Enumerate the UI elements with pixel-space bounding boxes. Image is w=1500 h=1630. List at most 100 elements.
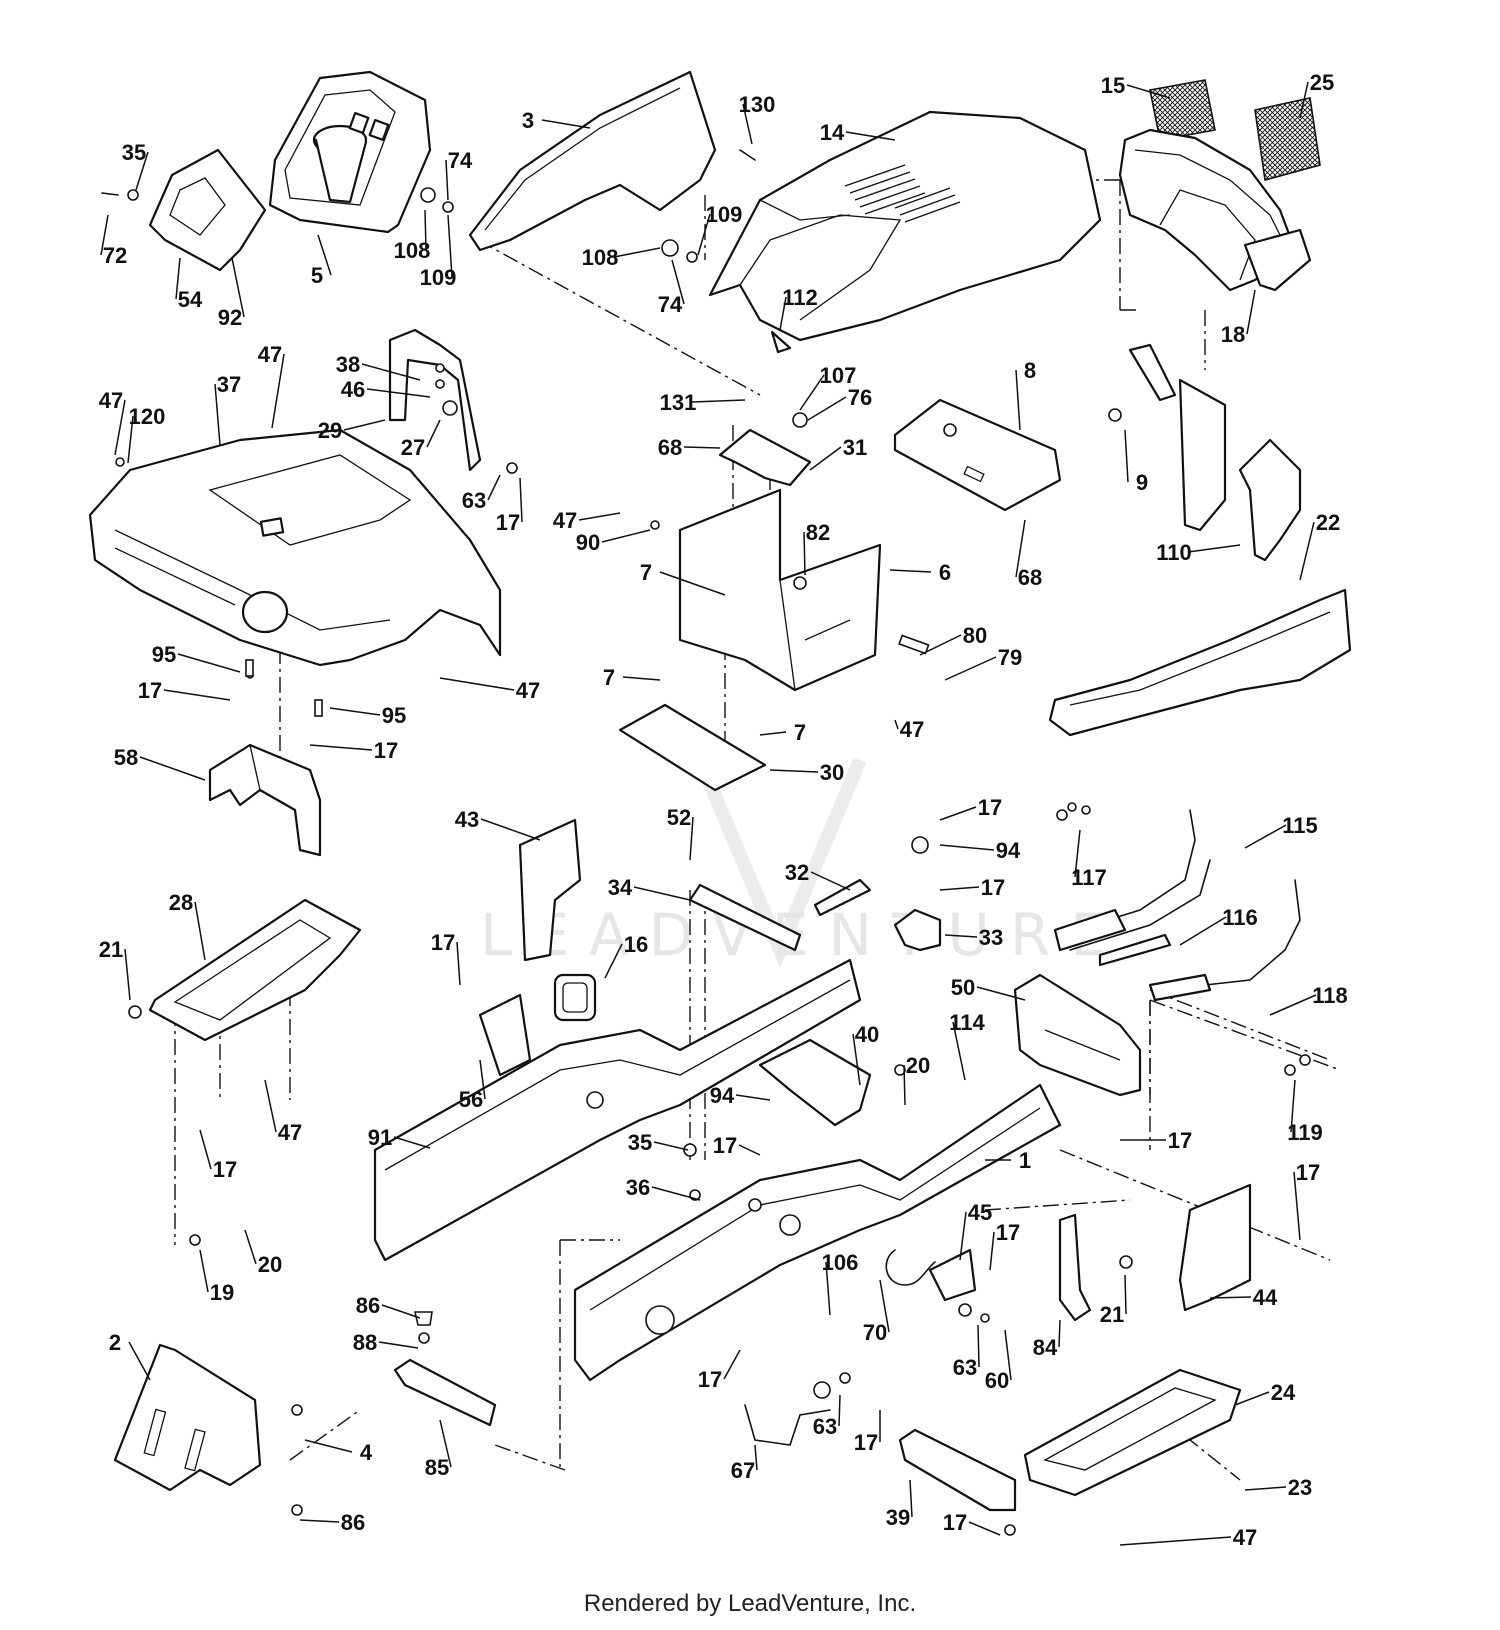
callout-label-2: 2	[109, 1330, 121, 1355]
callout-leader-5	[317, 234, 332, 276]
callout-leader-72	[100, 214, 109, 256]
callout-label-72: 72	[103, 243, 127, 268]
callout-label-35: 35	[628, 1130, 652, 1155]
callout-leader-15	[1126, 84, 1171, 99]
callout-label-76: 76	[848, 385, 872, 410]
part-bumper	[1048, 588, 1352, 737]
part-front-housing	[1118, 128, 1312, 292]
callout-leader-37	[214, 383, 221, 446]
callout-leader-108	[424, 209, 427, 251]
callout-leader-95	[329, 707, 381, 716]
callout-leader-36	[651, 1186, 701, 1201]
callout-leader-17	[199, 1129, 212, 1170]
callout-leader-30	[769, 769, 819, 773]
callout-label-17: 17	[374, 738, 398, 763]
callout-leader-21	[1124, 1274, 1127, 1315]
callout-label-7: 7	[640, 560, 652, 585]
callout-label-50: 50	[951, 975, 975, 1000]
callout-label-130: 130	[739, 92, 776, 117]
callout-leader-34	[633, 886, 691, 901]
callout-label-7: 7	[794, 720, 806, 745]
callout-label-30: 30	[820, 760, 844, 785]
callout-leader-70	[879, 1279, 890, 1333]
callout-leader-4	[304, 1439, 353, 1453]
callout-label-17: 17	[854, 1430, 878, 1455]
callout-label-18: 18	[1221, 322, 1245, 347]
callout-leader-88	[378, 1341, 419, 1349]
callout-leader-107	[799, 374, 825, 411]
callout-label-20: 20	[906, 1053, 930, 1078]
part-bracket-33	[893, 908, 942, 952]
part-dash-cover	[468, 70, 717, 252]
callout-leader-3	[541, 119, 591, 129]
callout-label-68: 68	[1018, 565, 1042, 590]
callout-label-107: 107	[820, 363, 857, 388]
callout-leader-63	[487, 474, 501, 501]
part-bracket-39	[898, 1428, 1017, 1512]
callout-label-5: 5	[311, 263, 323, 288]
callout-label-109: 109	[706, 202, 743, 227]
callout-leader-117	[1074, 829, 1081, 878]
callout-label-47: 47	[258, 342, 282, 367]
part-bracket-56	[478, 993, 532, 1077]
callout-leader-8	[1015, 369, 1021, 431]
part-bracket-34	[688, 883, 802, 952]
callout-label-3: 3	[522, 108, 534, 133]
callout-label-68: 68	[658, 435, 682, 460]
callout-leader-7	[622, 676, 661, 681]
callout-label-6: 6	[939, 560, 951, 585]
callout-label-17: 17	[996, 1220, 1020, 1245]
part-grommet-16	[553, 973, 597, 1022]
callout-label-86: 86	[341, 1510, 365, 1535]
callout-label-84: 84	[1033, 1335, 1058, 1360]
callout-leader-108	[613, 247, 661, 258]
part-fender	[88, 428, 502, 667]
callout-label-47: 47	[278, 1120, 302, 1145]
callout-leader-16	[604, 943, 623, 979]
callout-label-21: 21	[99, 937, 123, 962]
callout-leader-20	[903, 1064, 906, 1106]
callout-label-116: 116	[1222, 905, 1258, 930]
callout-leader-84	[1058, 1319, 1061, 1348]
callout-label-47: 47	[1233, 1525, 1257, 1550]
callout-leader-47	[578, 512, 621, 521]
callout-label-108: 108	[582, 245, 619, 270]
callout-label-60: 60	[985, 1368, 1009, 1393]
part-footrest-28	[148, 898, 362, 1042]
callout-leader-25	[1299, 81, 1309, 119]
callout-label-88: 88	[353, 1330, 377, 1355]
callout-label-119: 119	[1287, 1120, 1323, 1145]
callout-leader-67	[754, 1444, 758, 1471]
part-plate-92	[148, 148, 267, 272]
callout-label-25: 25	[1310, 70, 1334, 95]
callout-label-17: 17	[496, 510, 520, 535]
callout-leader-63	[977, 1324, 980, 1368]
callout-leader-118	[1269, 994, 1317, 1016]
callout-label-82: 82	[806, 520, 830, 545]
callout-leader-17	[939, 886, 980, 891]
callout-leader-7	[759, 731, 787, 736]
part-footrest-24	[1023, 1368, 1242, 1497]
callout-leader-68	[683, 446, 721, 449]
callout-label-52: 52	[667, 805, 691, 830]
callout-label-17: 17	[1168, 1128, 1192, 1153]
callout-leader-112	[779, 296, 787, 331]
callout-leader-7	[659, 571, 726, 596]
callout-leader-86	[299, 1519, 340, 1523]
callout-leader-20	[244, 1229, 257, 1265]
part-bracket-43	[518, 818, 582, 962]
part-seat-support	[678, 488, 882, 692]
callout-label-7: 7	[603, 665, 615, 690]
callout-label-117: 117	[1071, 865, 1107, 890]
callout-label-22: 22	[1316, 510, 1340, 535]
part-grille-15	[1149, 79, 1216, 141]
callout-label-17: 17	[943, 1510, 967, 1535]
callout-leader-35	[653, 1141, 689, 1151]
callout-label-31: 31	[843, 435, 867, 460]
callout-label-15: 15	[1101, 73, 1125, 98]
callout-leader-76	[807, 396, 847, 421]
callout-leader-24	[1234, 1391, 1270, 1406]
callout-label-94: 94	[996, 838, 1021, 863]
callout-leader-17	[163, 689, 231, 701]
callout-label-86: 86	[356, 1293, 380, 1318]
